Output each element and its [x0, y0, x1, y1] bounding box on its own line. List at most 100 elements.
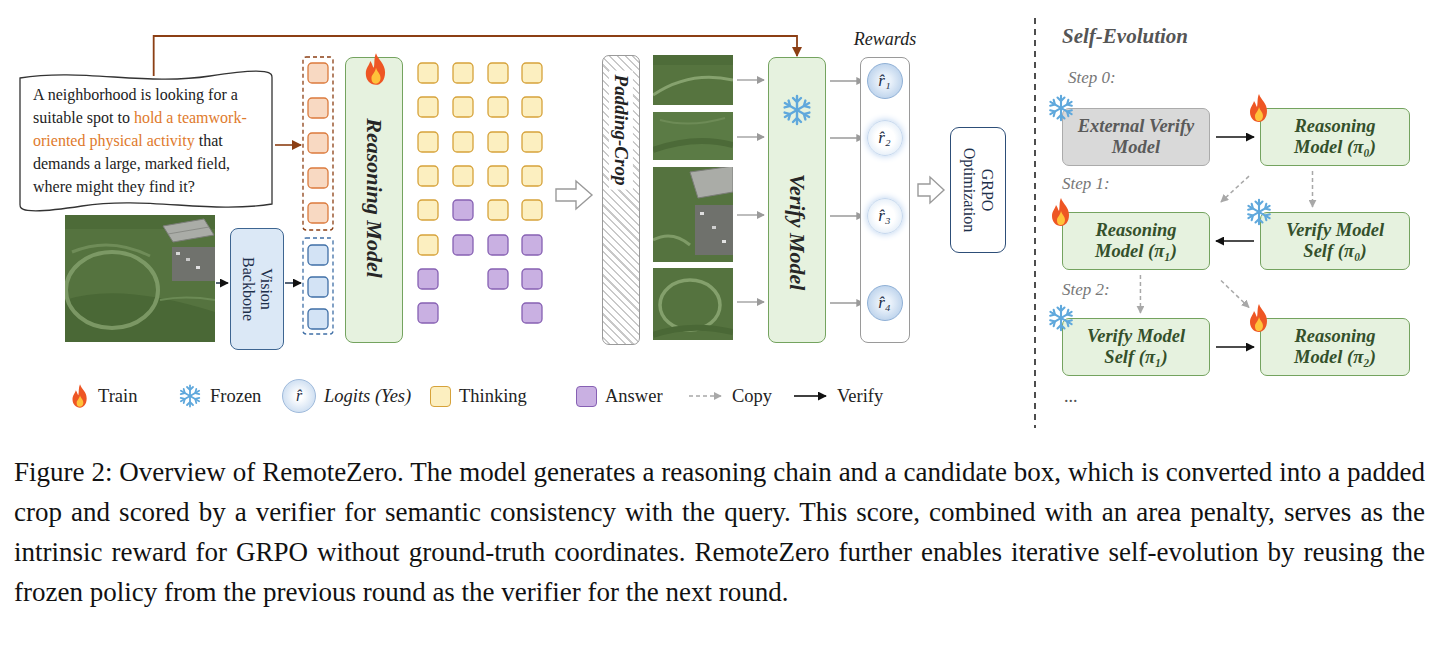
crop-image — [653, 55, 733, 65]
band-label: Padding-Crop — [609, 71, 633, 190]
legend-swatch — [576, 386, 597, 407]
flame-icon — [1250, 304, 1267, 332]
output-token — [418, 235, 438, 255]
step-label: Step 0: — [1068, 68, 1116, 88]
panel-heading: Rewards — [831, 29, 939, 50]
query-token — [308, 63, 328, 223]
output-token — [488, 63, 508, 83]
hollow-arrow — [556, 181, 592, 209]
snow-icon — [1047, 304, 1075, 332]
legend-item: Copy — [688, 381, 772, 411]
snow-icon — [1049, 96, 1074, 121]
ellipsis: ... — [1064, 386, 1078, 407]
step-text: Verify Model Self (π₀) — [1273, 220, 1397, 263]
output-token — [418, 63, 542, 323]
reward-circle: r̂₁ — [867, 63, 903, 99]
section-title: Self-Evolution — [1062, 24, 1188, 49]
legend-item: r̂ Logits (Yes) — [282, 381, 411, 411]
snow-icon — [1245, 198, 1273, 226]
reward-symbol: r̂₄ — [878, 293, 891, 313]
satellite-image — [168, 227, 209, 234]
legend-line — [689, 395, 721, 397]
reward-symbol: r̂₁ — [878, 71, 891, 91]
token-column — [303, 238, 333, 334]
crop-image — [695, 205, 733, 255]
crop-image — [653, 55, 733, 105]
output-token — [418, 97, 438, 117]
satellite-image — [65, 215, 215, 342]
crop-arrow — [737, 136, 764, 137]
legend-text: Frozen — [210, 386, 261, 407]
token-column — [303, 57, 333, 230]
verify-arrow — [1216, 136, 1254, 138]
step-box: Reasoning Model (π₁) — [1062, 212, 1210, 270]
output-token — [453, 200, 473, 220]
figure-caption: Figure 2: Overview of RemoteZero. The mo… — [14, 452, 1425, 612]
backbone-box: Vision Backbone — [230, 228, 284, 350]
query-token — [308, 98, 328, 118]
output-token — [522, 200, 542, 220]
query-token — [308, 133, 328, 153]
output-token — [453, 132, 473, 152]
crop-arrow — [737, 301, 764, 302]
satellite-image — [176, 252, 180, 255]
reward-symbol: r̂₂ — [878, 128, 891, 148]
box-label: GRPO Optimization — [960, 138, 997, 242]
crop-band: Padding-Crop — [602, 55, 640, 345]
crop-image — [722, 240, 726, 243]
output-token — [418, 303, 438, 323]
step-label: Step 1: — [1062, 174, 1110, 194]
crop-arrow — [737, 79, 764, 80]
score-arrow — [830, 302, 864, 303]
copy-arrow — [1221, 281, 1249, 308]
verify-arrow — [1216, 240, 1254, 242]
satellite-image — [65, 215, 215, 342]
step-text: Verify Model Self (π₁) — [1074, 326, 1198, 369]
crop-image — [653, 112, 733, 160]
legend-text: Verify — [837, 386, 883, 407]
query-token — [308, 63, 328, 83]
flame-icon — [1052, 198, 1069, 226]
crop-image — [653, 268, 733, 340]
output-token — [522, 132, 542, 152]
crop-image — [660, 280, 720, 330]
legend-line — [793, 389, 829, 403]
output-token — [453, 166, 473, 186]
output-token — [418, 200, 438, 220]
crop-image — [690, 167, 733, 198]
legend-text: Logits (Yes) — [324, 386, 411, 407]
output-token — [522, 235, 542, 255]
step-box: Verify Model Self (π₁) — [1062, 318, 1210, 376]
satellite-image — [65, 293, 215, 342]
output-token — [522, 269, 542, 289]
output-token — [418, 269, 438, 289]
output-token — [488, 235, 508, 255]
crop-image — [653, 141, 733, 150]
flame-icon — [73, 384, 87, 407]
output-token — [488, 166, 508, 186]
snow-icon — [1047, 94, 1075, 122]
crop-image — [712, 226, 716, 229]
legend-swatch — [430, 386, 451, 407]
copy-arrow — [1140, 275, 1142, 313]
snow-icon — [1049, 306, 1074, 331]
optimizer-box: GRPO Optimization — [950, 127, 1006, 253]
flame-icon — [362, 52, 390, 86]
output-token — [522, 63, 542, 83]
paper-outline — [20, 71, 272, 211]
step-text: Reasoning Model (π₂) — [1273, 326, 1397, 369]
step-text: External Verify Model — [1074, 116, 1198, 159]
step-box: Verify Model Self (π₀) — [1260, 212, 1410, 270]
output-token — [522, 166, 542, 186]
score-arrow — [830, 215, 864, 216]
legend-swatch: r̂ — [282, 379, 316, 413]
legend-item: Frozen — [178, 381, 261, 411]
crop-image — [653, 268, 733, 340]
crop-image — [660, 118, 725, 124]
score-arrow — [830, 137, 864, 138]
flame-icon — [1247, 303, 1271, 333]
output-token — [418, 63, 438, 83]
model-label: Reasoning Model — [361, 118, 386, 278]
output-token — [522, 303, 542, 323]
crop-image — [700, 212, 704, 215]
